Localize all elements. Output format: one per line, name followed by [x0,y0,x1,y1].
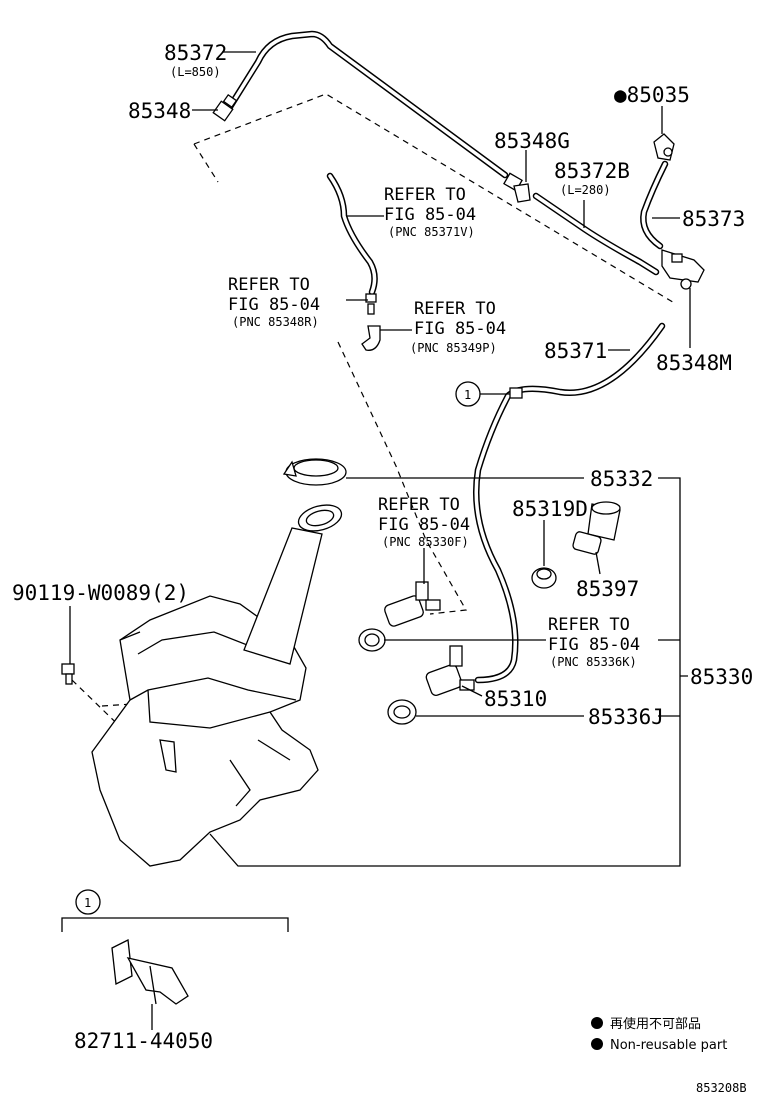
clamp-1 [509,387,523,399]
svg-text:REFER TO: REFER TO [384,185,466,205]
label-85372b: 85372B [554,159,630,183]
svg-text:(PNC 85348R): (PNC 85348R) [232,315,319,329]
hose-85372b [532,192,660,276]
label-85372-length: (L=850) [170,65,221,79]
label-85310: 85310 [484,687,547,711]
grommet-85319d [531,567,557,589]
label-85373: 85373 [682,207,745,231]
svg-text:FIG 85-04: FIG 85-04 [378,515,470,535]
label-85371: 85371 [544,339,607,363]
legend: 再使用不可部品 Non-reusable part [591,1016,727,1053]
svg-text:(PNC 85330F): (PNC 85330F) [382,535,469,549]
circle-marker-b-label: 1 [84,896,91,910]
grommet-85336j [387,699,417,725]
svg-text:FIG 85-04: FIG 85-04 [384,205,476,225]
bracket-85330 [209,477,688,867]
joint-85348 [212,93,238,122]
figure-id: 853208B [696,1081,747,1095]
label-85332: 85332 [590,467,653,491]
label-82711: 82711-44050 [74,1029,213,1053]
legend-bullet-1 [591,1017,603,1029]
filler-neck [243,504,343,665]
grommet-85336k [358,628,386,652]
washer-tank [91,595,319,867]
hose-85371 [473,322,666,684]
hose-85372 [224,30,509,179]
hose-85371v [326,172,378,296]
elbow-85349p [361,325,381,351]
svg-text:FIG 85-04: FIG 85-04 [228,295,320,315]
bracket-circle-b [61,917,289,932]
svg-text:FIG 85-04: FIG 85-04 [548,635,640,655]
refer-note-85348r: REFER TO FIG 85-04 (PNC 85348R) [228,275,320,329]
circle-marker-a-label: 1 [464,388,471,402]
label-85348m: 85348M [656,351,732,375]
cap-85332 [282,458,347,486]
legend-item-2: Non-reusable part [610,1038,727,1053]
label-85035: ●85035 [614,83,690,107]
legend-bullet-2 [591,1038,603,1050]
guide-line-top [193,93,677,305]
refer-note-85349p: REFER TO FIG 85-04 (PNC 85349P) [410,299,506,355]
svg-text:REFER TO: REFER TO [378,495,460,515]
label-85319d: 85319D [512,497,588,521]
guide-line-center [337,341,467,615]
label-85336j: 85336J [588,705,664,729]
joint-85348m [661,249,705,290]
svg-text:(PNC 85371V): (PNC 85371V) [388,225,475,239]
leader-85397 [595,551,601,575]
svg-text:REFER TO: REFER TO [414,299,496,319]
svg-text:(PNC 85336K): (PNC 85336K) [550,655,637,669]
refer-note-85330f: REFER TO FIG 85-04 (PNC 85330F) [378,495,470,549]
joint-85348g [503,172,531,203]
label-85372b-length: (L=280) [560,183,611,197]
circle-marker-b [75,889,101,915]
leader-85310 [461,685,483,697]
label-85330: 85330 [690,665,753,689]
svg-text:REFER TO: REFER TO [228,275,310,295]
guide-line-top-2 [193,143,219,183]
refer-note-85371v: REFER TO FIG 85-04 (PNC 85371V) [384,185,476,239]
svg-text:REFER TO: REFER TO [548,615,630,635]
refer-note-85336k: REFER TO FIG 85-04 (PNC 85336K) [548,615,640,669]
label-85348: 85348 [128,99,191,123]
nozzle-85035 [653,133,675,161]
label-90119: 90119-W0089(2) [12,581,189,605]
sensor-85397 [572,501,621,555]
clip-82711 [111,939,189,1005]
svg-text:FIG 85-04: FIG 85-04 [414,319,506,339]
hose-85373 [640,160,669,250]
label-85372: 85372 [164,41,227,65]
label-85397: 85397 [576,577,639,601]
legend-item-1: 再使用不可部品 [610,1016,701,1032]
svg-text:(PNC 85349P): (PNC 85349P) [410,341,497,355]
pump-85330f [384,581,441,627]
bolt-90119 [61,663,75,685]
pump-85310 [425,645,475,696]
label-85348g: 85348G [494,129,570,153]
guide-line-bolt [71,679,139,745]
joint-85348r [365,293,377,315]
circle-marker-a [455,381,481,407]
